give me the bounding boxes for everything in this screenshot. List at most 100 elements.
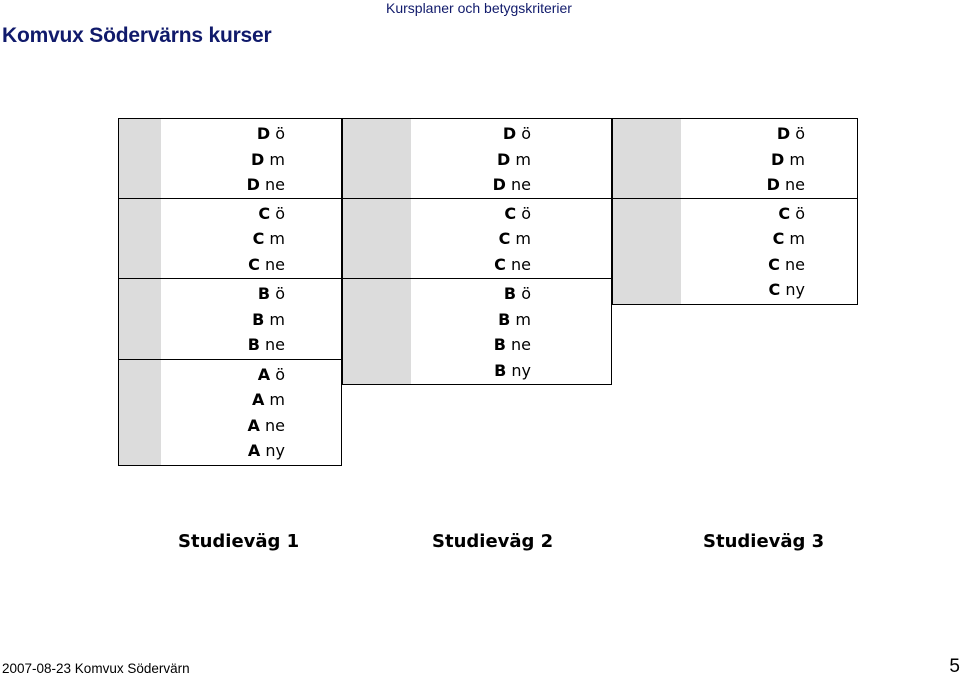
shade-band (343, 198, 411, 278)
course-letter: C (252, 229, 265, 248)
course-letter: D (771, 149, 785, 169)
course-letter: D (776, 124, 791, 143)
course-letter: B (503, 284, 517, 303)
course-level: ö (790, 203, 805, 223)
course-level: ö (270, 203, 285, 223)
course-letter: C (504, 203, 517, 223)
course-letter: D (766, 175, 780, 194)
course-letter: A (247, 415, 260, 435)
shade-band (343, 119, 411, 198)
course-level: ö (790, 124, 805, 143)
course-letter: A (251, 390, 265, 409)
shade-band (119, 359, 161, 465)
course-entry: D ne (493, 172, 531, 198)
course-entry: D ö (767, 121, 805, 147)
course-level: ne (259, 415, 285, 435)
page-subtitle: Kursplaner och betygskriterier (386, 0, 572, 16)
course-entry: B ö (248, 281, 285, 307)
course-letter: C (248, 254, 260, 274)
course-letter: D (497, 149, 511, 169)
course-letter: D (246, 175, 260, 194)
course-level: m (264, 149, 285, 169)
page-title: Komvux Södervärns kurser (2, 24, 272, 47)
page-number: 5 (949, 656, 960, 677)
course-letter: D (492, 175, 506, 194)
course-entry: C ne (248, 252, 285, 278)
course-entry: B ny (494, 358, 531, 384)
shade-band (119, 279, 161, 359)
course-level: ö (516, 203, 531, 223)
course-entry: C m (494, 226, 531, 252)
course-level: m (264, 390, 285, 409)
course-level: ne (779, 254, 805, 274)
course-entry: C ö (494, 201, 531, 227)
course-level: m (510, 229, 531, 248)
course-letter: C (768, 280, 781, 299)
course-level: ne (505, 175, 531, 194)
path-label-1: Studieväg 1 (178, 531, 300, 552)
course-letter: B (498, 309, 511, 329)
course-letter: B (252, 309, 265, 329)
course-entry: B ne (248, 332, 285, 358)
course-letter: C (768, 254, 780, 274)
course-entry: D m (247, 147, 285, 173)
course-entry: B m (494, 307, 531, 333)
course-level: ö (270, 124, 285, 143)
course-entry: D ne (247, 172, 285, 198)
course-entry: B ö (494, 281, 531, 307)
course-entry: C ö (768, 201, 805, 227)
course-level: m (510, 149, 531, 169)
course-letter: B (257, 284, 271, 303)
course-level: m (510, 309, 531, 329)
course-letter: B (493, 335, 506, 354)
course-level: ne (259, 335, 285, 354)
course-letter: B (247, 335, 260, 354)
course-entry: C m (248, 226, 285, 252)
course-entry: D ö (493, 121, 531, 147)
course-letter: D (502, 124, 517, 143)
course-level: ö (516, 124, 531, 143)
course-level: m (264, 309, 285, 329)
course-letter: A (247, 441, 261, 460)
course-level: m (784, 229, 805, 248)
course-entry: A ny (248, 438, 285, 464)
course-level: m (784, 149, 805, 169)
course-entry: D ne (767, 172, 805, 198)
footer-text: 2007-08-23 Komvux Södervärn (2, 661, 190, 676)
shade-band (119, 119, 161, 198)
course-entry: C ny (768, 277, 805, 303)
course-level: ny (260, 441, 285, 460)
course-entry: A ne (248, 413, 285, 439)
course-level: ne (779, 175, 805, 194)
course-entry: C ne (494, 252, 531, 278)
course-level: ne (505, 254, 531, 274)
course-level: ne (505, 335, 531, 354)
course-level: m (264, 229, 285, 248)
course-entry: D m (493, 147, 531, 173)
shade-band (613, 119, 681, 198)
shade-band (119, 198, 161, 278)
course-level: ne (259, 254, 285, 274)
course-letter: D (251, 149, 265, 169)
course-letter: C (494, 254, 506, 274)
shade-band (343, 279, 411, 384)
course-letter: A (257, 364, 271, 384)
course-level: ny (780, 280, 805, 299)
course-entry: C ne (768, 252, 805, 278)
course-entry: B ne (494, 332, 531, 358)
course-level: ö (270, 364, 285, 384)
course-level: ny (506, 360, 531, 380)
course-entry: A ö (248, 362, 285, 388)
course-letter: C (778, 203, 791, 223)
course-entry: B m (248, 307, 285, 333)
course-letter: D (256, 124, 271, 143)
